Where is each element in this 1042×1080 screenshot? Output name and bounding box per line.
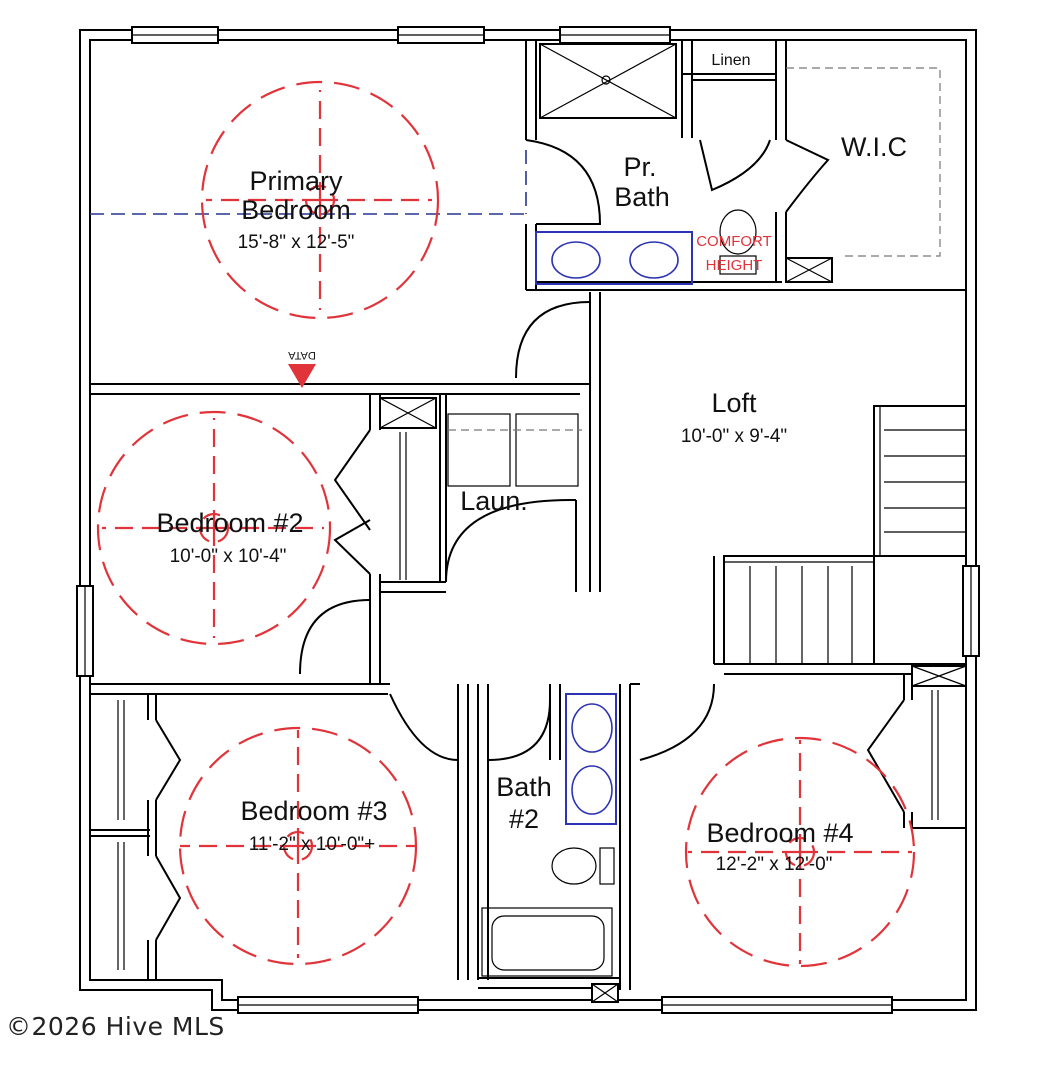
ceiling-fan-bedroom4 xyxy=(684,736,916,968)
data-marker-icon xyxy=(288,364,316,388)
bedroom4-dims: 12'-2" x 12'-0" xyxy=(716,854,833,875)
bath2-label: Bath xyxy=(496,772,552,802)
bedroom2-label: Bedroom #2 xyxy=(156,508,303,538)
pr-bath-label: Pr. xyxy=(623,152,656,182)
primary-bedroom-dims: 15'-8" x 12'-5" xyxy=(238,232,355,253)
wic-label: W.I.C xyxy=(841,132,907,162)
data-marker-label: DATA xyxy=(287,349,315,361)
doors xyxy=(155,139,905,941)
comfort-height-label-2: HEIGHT xyxy=(706,257,763,274)
laundry-label: Laun. xyxy=(460,486,528,516)
bedroom3-dims: 11'-2" x 10'-0"+ xyxy=(249,834,376,855)
bedroom3-label: Bedroom #3 xyxy=(240,796,387,826)
ceiling-fan-bedroom3 xyxy=(178,726,418,966)
loft-dims: 10'-0" x 9'-4" xyxy=(681,426,787,447)
bedroom2-dims: 10'-0" x 10'-4" xyxy=(170,546,287,567)
fixtures xyxy=(379,43,967,1003)
ceiling-fan-bedroom2 xyxy=(96,410,332,646)
primary-bedroom-label-2: Bedroom xyxy=(241,195,351,225)
loft-label: Loft xyxy=(711,388,757,418)
exterior-walls xyxy=(76,26,980,1014)
bedroom4-label: Bedroom #4 xyxy=(706,818,853,848)
comfort-height-label: COMFORT xyxy=(696,233,772,250)
bath2-label-2: #2 xyxy=(509,804,539,834)
copyright-text: ©2026 Hive MLS xyxy=(6,1012,225,1041)
ceiling-fan-primary xyxy=(200,80,440,320)
primary-bedroom-label: Primary xyxy=(250,166,343,196)
pr-bath-label-2: Bath xyxy=(614,182,670,212)
linen-label: Linen xyxy=(711,52,750,69)
stairs xyxy=(723,405,967,665)
